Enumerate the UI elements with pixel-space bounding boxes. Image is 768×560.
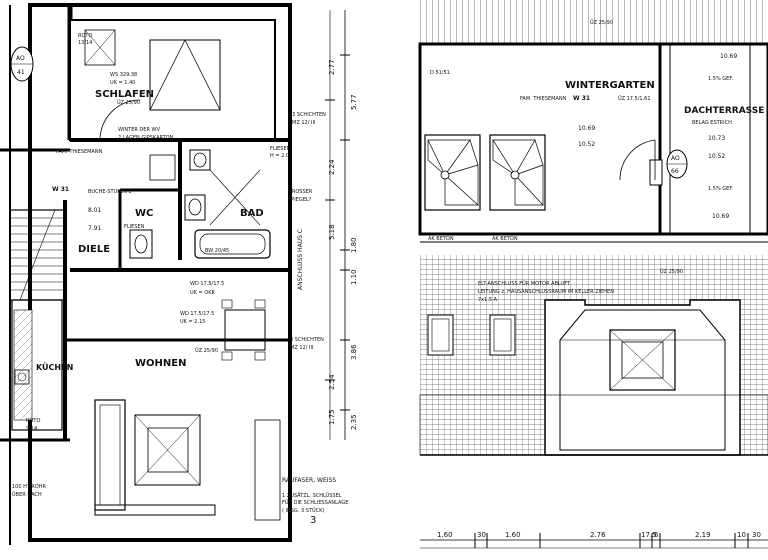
label-ak-beton-2: AK BETON xyxy=(492,236,518,242)
page-number: 3 xyxy=(310,515,316,526)
label-uk215: UK = 2.15 xyxy=(180,319,205,325)
roof-top-band xyxy=(420,0,768,44)
dim-right-3: 2.76 xyxy=(590,531,606,539)
left-outer-wall xyxy=(28,3,292,542)
label-roto-top: ROTO xyxy=(78,33,92,39)
label-wd1: WD 17.5/17.5 xyxy=(190,281,224,287)
left-floor-plan: SCHLAFEN DIELE WC BAD WOHNEN KÜCHEN AO 4… xyxy=(0,3,358,545)
dim-left-2: 2.24 xyxy=(328,159,336,175)
label-ak-beton-1: AK BETON xyxy=(428,236,454,242)
label-w31-right: W 31 xyxy=(573,95,590,102)
room-kochen: KÜCHEN xyxy=(36,362,73,372)
label-winter: WINTER DER WV xyxy=(118,127,160,133)
label-h200: H = 2.00 xyxy=(270,153,292,159)
label-roto-bot-size: 9/14 xyxy=(26,426,37,432)
label-uz-bot-right: ÜZ 25/90 xyxy=(660,268,683,275)
label-raufaser: RAUFASER, WEISS xyxy=(282,477,336,484)
level-10735: 10.73 xyxy=(708,135,725,142)
left-dimension-column xyxy=(325,10,350,440)
ao-number-right: 66 xyxy=(671,168,679,175)
dim-left-4: 1.80 xyxy=(350,237,358,253)
level-10695: 10.69 xyxy=(720,53,737,60)
label-gef-2: 1.5% GEF. xyxy=(708,186,733,192)
room-wc: WC xyxy=(135,208,153,219)
level-1052: 10.52 xyxy=(578,141,595,148)
label-fam-left: FAM. THIESEMANN xyxy=(56,149,103,155)
label-d: D 51/51 xyxy=(430,70,450,76)
label-schichten-bot: 3 SCHICHTEN xyxy=(290,337,324,343)
label-fliesen-wc: FLIESEN xyxy=(124,224,145,230)
level-1052b: 10.52 xyxy=(708,153,725,160)
dim-right-5: 6 xyxy=(654,531,659,539)
label-buche: BUCHE-STUFEN 2 xyxy=(88,189,132,195)
room-schlafen: SCHLAFEN xyxy=(95,89,154,100)
dim-right-2: 1.60 xyxy=(505,531,521,539)
label-schluessel-3: ( INSG. 3 STÜCK) xyxy=(282,507,324,514)
label-motor-1: ELT-ANSCHLUSS FÜR MOTOR ABLUFT xyxy=(478,280,571,287)
room-wohnen: WOHNEN xyxy=(135,358,186,369)
dormer xyxy=(544,299,741,456)
bottom-dimension-line xyxy=(420,533,768,549)
dim-left-3: 5.18 xyxy=(328,224,336,240)
room-dachterrasse: DACHTERRASSE xyxy=(684,106,764,116)
level-791: 7.91 xyxy=(88,225,102,232)
dim-right-8: 30 xyxy=(752,531,761,539)
left-staircase xyxy=(9,209,66,301)
label-mz-top: MZ 12/ III xyxy=(292,120,315,126)
dim-right-7: 10 xyxy=(737,531,746,539)
label-belag: BELAG ESTRICH xyxy=(692,120,732,126)
label-ueber-dach: ÜBER DACH xyxy=(12,491,42,498)
label-schluessel-1: 1 ZUSÄTZL. SCHLÜSSEL xyxy=(282,492,342,499)
dim-left-8: 1.75 xyxy=(328,409,336,425)
label-uk-okr: UK = OKR xyxy=(190,290,216,296)
dim-left-7: 2.54 xyxy=(328,374,336,390)
label-uk: UK = 1.40 xyxy=(110,80,135,86)
ao-label-left: AO xyxy=(16,55,25,62)
label-motor-3: 7x1.5 A xyxy=(478,297,498,303)
dim-left-9: 2.35 xyxy=(350,414,358,430)
ao-number-left: 41 xyxy=(17,69,25,76)
label-roto-top-size: 13/14 xyxy=(78,40,92,46)
label-fliesen-bad: FLIESEN xyxy=(270,146,291,152)
dim-left-6: 3.86 xyxy=(350,344,358,360)
level-10695b: 10.69 xyxy=(712,213,729,220)
dim-right-6: 2.19 xyxy=(695,531,711,539)
dim-left-5: 1.10 xyxy=(350,269,358,285)
room-bad: BAD xyxy=(240,208,264,219)
dim-right-0: 1.60 xyxy=(437,531,453,539)
label-hf-rohr: 100 HT-ROHR xyxy=(12,484,46,490)
label-gef-1: 1.5% GEF. xyxy=(708,76,733,82)
label-schluessel-2: FÜR DIE SCHLIESSANLAGE xyxy=(282,499,348,506)
dim-right-1: 30 xyxy=(477,531,486,539)
room-diele: DIELE xyxy=(78,244,110,255)
label-fam-right: FAM. THIESEMANN xyxy=(520,96,567,102)
label-bw: BW 20/45 xyxy=(205,248,229,254)
label-spiegel: SPIEGEL? xyxy=(288,197,312,203)
ao-label-right: AO xyxy=(671,155,680,162)
level-1069: 10.69 xyxy=(578,125,595,132)
room-wintergarten: WINTERGARTEN xyxy=(565,80,655,91)
label-uz-wohnen: ÜZ 25/90 xyxy=(195,347,218,354)
dim-right-4: 17.5 xyxy=(641,531,657,539)
label-wd2: WD 17.5/17.5 xyxy=(180,311,214,317)
level-801: 8.01 xyxy=(88,207,102,214)
dim-left-1: 5.77 xyxy=(350,94,358,110)
label-mz-bot: MZ 12/ III xyxy=(290,345,313,351)
spiral-staircase-1 xyxy=(424,134,481,211)
dim-left-0: 2.77 xyxy=(328,59,336,75)
label-grosser: GROSSER xyxy=(288,189,313,195)
label-uz-top-right: ÜZ 25/90 xyxy=(590,19,613,26)
label-uz-w: ÜZ 17.5/1.61 xyxy=(618,95,651,102)
label-uz-top-left: ÜZ 25/90 xyxy=(117,99,140,106)
spiral-staircase-2 xyxy=(489,134,546,211)
right-floor-plan: WINTERGARTEN DACHTERRASSE ÜZ 25/90 D 51/… xyxy=(418,0,768,549)
label-anschluss: ANSCHLUSS HAUS C xyxy=(297,229,304,290)
label-gipskarton: 2 LAGEN GIPSKARTON xyxy=(118,135,174,141)
label-schichten-top: 3 SCHICHTEN xyxy=(292,112,326,118)
label-ws: WS 329.38 xyxy=(110,72,137,78)
label-roto-bot: ROTO xyxy=(26,418,40,424)
label-motor-2: LEITUNG z. HAUSANSCHLUSSRAUM IM KELLER Z… xyxy=(478,289,614,295)
label-w31-left: W 31 xyxy=(52,186,69,193)
